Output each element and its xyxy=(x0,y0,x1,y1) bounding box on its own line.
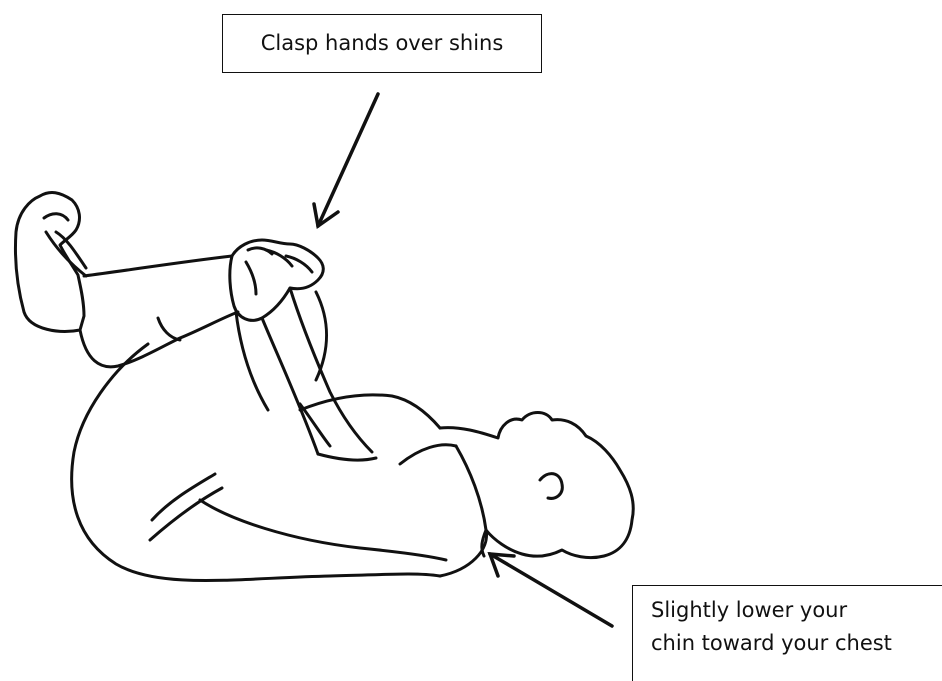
torso-bottom xyxy=(200,500,446,560)
shoulder-line xyxy=(400,445,456,464)
toe-line xyxy=(44,214,68,220)
callout-lower-chin: Slightly lower your chin toward your che… xyxy=(632,585,942,681)
callout-clasp-hands-text: Clasp hands over shins xyxy=(261,27,504,60)
thigh-inner xyxy=(236,312,268,410)
head-outline xyxy=(440,413,633,558)
callout-lower-chin-line1: Slightly lower your xyxy=(651,594,942,627)
ear-line xyxy=(540,474,562,499)
elbow-line xyxy=(300,404,330,446)
buttock-line xyxy=(150,488,222,540)
upper-arm xyxy=(318,454,376,460)
callout-lower-chin-line2: chin toward your chest xyxy=(651,627,942,660)
bicep-line xyxy=(316,292,327,380)
torso-top xyxy=(300,395,440,428)
knee-line xyxy=(158,318,180,340)
forearm-inner xyxy=(290,288,372,452)
thumb-line xyxy=(246,262,256,294)
shin-upper xyxy=(84,256,232,276)
callout-clasp-hands: Clasp hands over shins xyxy=(222,14,542,73)
thigh-outer xyxy=(72,344,440,581)
arrow-chin xyxy=(490,554,612,626)
arrow-hands xyxy=(318,94,378,226)
chest-line xyxy=(440,446,487,576)
forearm-outer xyxy=(262,318,318,454)
